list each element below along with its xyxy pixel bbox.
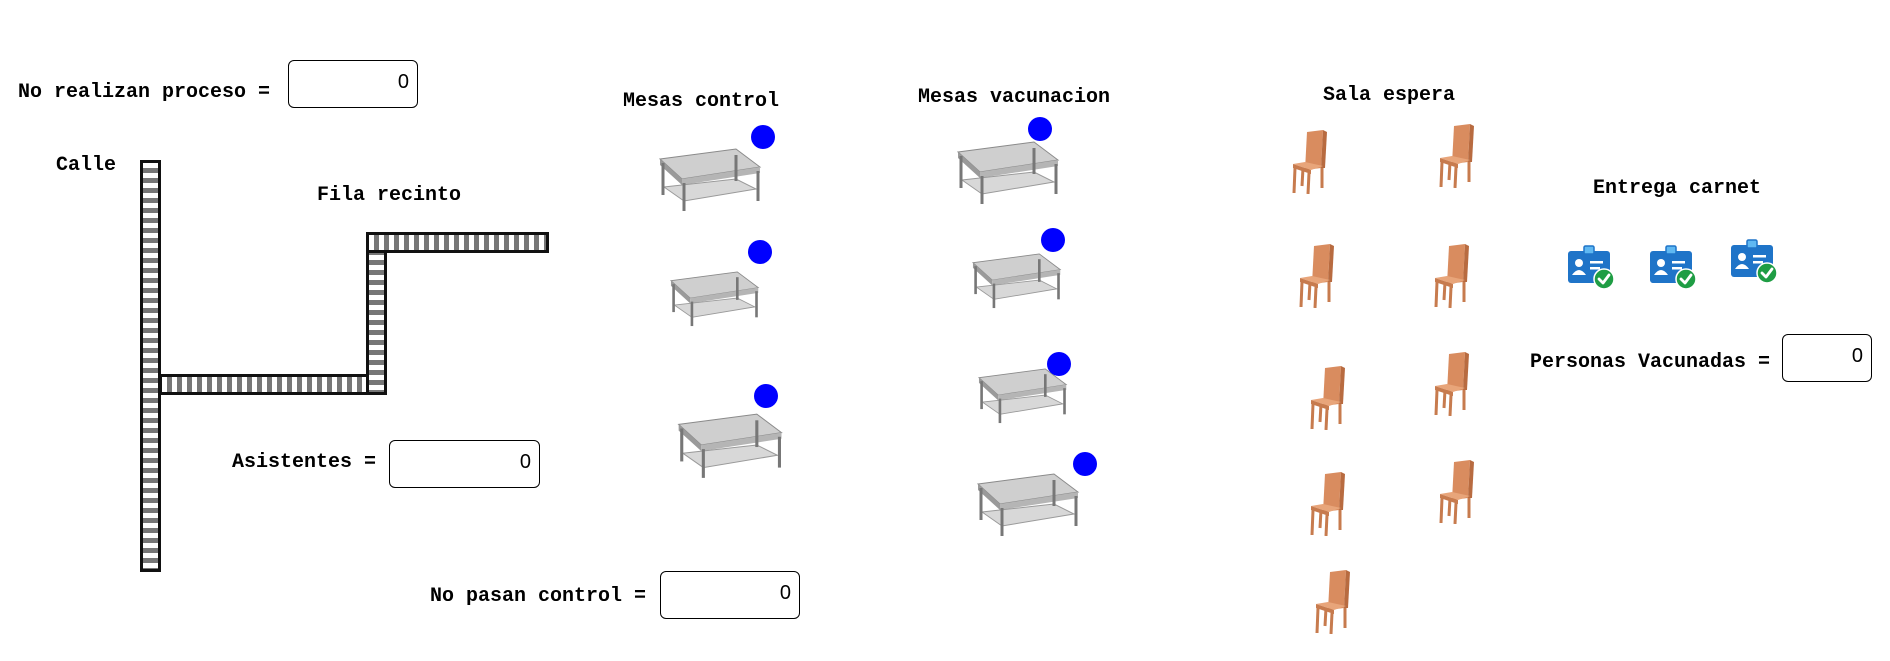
calle-path bbox=[140, 160, 161, 572]
table-icon bbox=[950, 138, 1060, 208]
mesas-vacunacion-label: Mesas vacunacion bbox=[918, 86, 1111, 109]
table-icon bbox=[970, 470, 1080, 540]
status-dot-icon bbox=[751, 125, 775, 149]
personas-vacunadas-label: Personas Vacunadas = bbox=[1530, 351, 1771, 374]
id-badge-check-icon bbox=[1648, 243, 1698, 289]
chair-icon bbox=[1289, 130, 1329, 194]
personas-vacunadas-counter: 0 bbox=[1782, 334, 1872, 382]
asistentes-label: Asistentes = bbox=[232, 451, 377, 474]
fila-path-upper bbox=[366, 232, 549, 253]
no-realizan-label: No realizan proceso = bbox=[18, 81, 271, 104]
status-dot-icon bbox=[1041, 228, 1065, 252]
chair-icon bbox=[1296, 244, 1336, 308]
no-realizan-counter: 0 bbox=[288, 60, 418, 108]
chair-icon bbox=[1312, 570, 1352, 634]
chair-icon bbox=[1436, 124, 1476, 188]
table-icon bbox=[664, 268, 760, 330]
chair-icon bbox=[1431, 352, 1471, 416]
chair-icon bbox=[1307, 472, 1347, 536]
chair-icon bbox=[1431, 244, 1471, 308]
fila-path-lower bbox=[159, 374, 385, 395]
calle-label: Calle bbox=[56, 154, 117, 177]
chair-icon bbox=[1307, 366, 1347, 430]
status-dot-icon bbox=[748, 240, 772, 264]
table-icon bbox=[652, 145, 762, 215]
id-badge-check-icon bbox=[1729, 237, 1779, 283]
id-badge-check-icon bbox=[1566, 243, 1616, 289]
status-dot-icon bbox=[1073, 452, 1097, 476]
sala-espera-label: Sala espera bbox=[1323, 84, 1456, 107]
mesas-control-label: Mesas control bbox=[623, 90, 780, 113]
entrega-carnet-label: Entrega carnet bbox=[1593, 177, 1762, 200]
status-dot-icon bbox=[754, 384, 778, 408]
chair-icon bbox=[1436, 460, 1476, 524]
fila-recinto-label: Fila recinto bbox=[317, 184, 462, 207]
fila-path-riser bbox=[366, 232, 387, 395]
table-icon bbox=[670, 410, 784, 482]
table-icon bbox=[966, 250, 1062, 312]
no-pasan-counter: 0 bbox=[660, 571, 800, 619]
no-pasan-label: No pasan control = bbox=[430, 585, 647, 608]
asistentes-counter: 0 bbox=[389, 440, 540, 488]
status-dot-icon bbox=[1047, 352, 1071, 376]
status-dot-icon bbox=[1028, 117, 1052, 141]
